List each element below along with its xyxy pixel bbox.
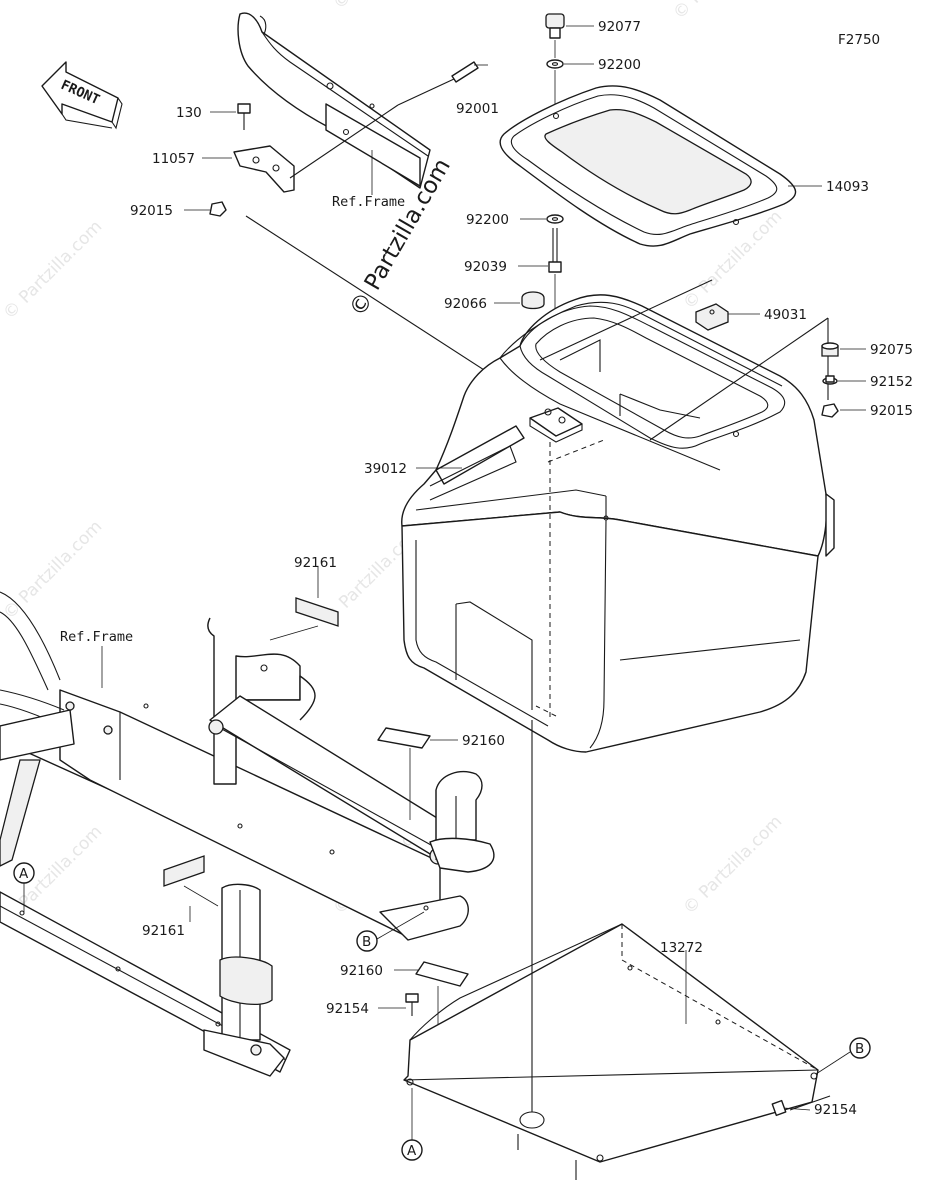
watermark: © Partzilla.com: [329, 0, 436, 14]
callout-letter: A: [19, 866, 29, 882]
leader-line: [289, 104, 399, 179]
leader-line: [649, 317, 829, 441]
callout-b-mid: B: [356, 911, 425, 952]
bolt-icon: [378, 993, 419, 1016]
part-label: 92160: [462, 733, 505, 749]
part-label: 92160: [340, 963, 383, 979]
part-label: 92161: [142, 923, 185, 939]
washer-icon: [520, 214, 564, 224]
bolt-icon: [397, 61, 488, 106]
part-label: 130: [176, 105, 202, 121]
part-label: 49031: [764, 307, 807, 323]
part-label: 92154: [326, 1001, 369, 1017]
part-label: 13272: [660, 940, 703, 956]
callout-a-bottom: A: [401, 1088, 423, 1161]
bolt-icon: [210, 103, 251, 130]
bracket-icon: [202, 145, 295, 193]
nut-icon: [821, 403, 866, 418]
part-label: 92200: [598, 57, 641, 73]
part-label: 92015: [870, 403, 913, 419]
clip-icon: [695, 303, 760, 331]
pin-icon: [518, 228, 562, 325]
diagram-code: F2750: [838, 32, 880, 48]
part-label: 92077: [598, 19, 641, 35]
leader-line: [539, 279, 713, 361]
part-label: 92015: [130, 203, 173, 219]
rubber-mount-icon: [821, 342, 866, 357]
watermark: © Partzilla.com: [679, 812, 786, 919]
key-cap-icon: [545, 13, 594, 39]
watermark: © Partzilla.com: [0, 517, 106, 624]
callout-b-right: B: [815, 1037, 871, 1075]
storage-box: [401, 294, 835, 753]
part-label: 92200: [466, 212, 509, 228]
part-label: 92152: [870, 374, 913, 390]
ref-frame-label: Ref.Frame: [60, 629, 133, 645]
pad-icon: [377, 727, 458, 820]
part-label: 39012: [364, 461, 407, 477]
front-arrow-icon: FRONT: [41, 61, 123, 130]
part-label: 92075: [870, 342, 913, 358]
watermark: © Partzilla.com: [0, 217, 106, 324]
washer-icon: [546, 40, 594, 112]
lid: [499, 85, 822, 247]
frame-lower: [0, 591, 495, 1077]
part-label: 14093: [826, 179, 869, 195]
grommet-icon: [494, 291, 545, 310]
pad-icon: [163, 855, 219, 922]
ref-frame-label: Ref.Frame: [332, 194, 405, 210]
watermark: © Partzilla.com: [669, 0, 776, 24]
nut-icon: [184, 201, 227, 217]
bolt-icon: [771, 1099, 811, 1117]
watermark-main: © Partzilla.com: [345, 154, 456, 321]
skid-plate: [403, 720, 831, 1180]
part-label: 92161: [294, 555, 337, 571]
callout-letter: B: [855, 1041, 864, 1057]
part-label: 92066: [444, 296, 487, 312]
part-label: 92039: [464, 259, 507, 275]
collar-icon: [822, 375, 866, 385]
part-label: 92154: [814, 1102, 857, 1118]
callout-letter: A: [407, 1143, 417, 1159]
frame-rail-top: Ref.Frame: [237, 12, 431, 210]
callout-letter: B: [362, 934, 371, 950]
pad-icon: [269, 566, 339, 641]
part-label: 92001: [456, 101, 499, 117]
part-label: 11057: [152, 151, 195, 167]
callout-a-left: A: [13, 862, 35, 912]
